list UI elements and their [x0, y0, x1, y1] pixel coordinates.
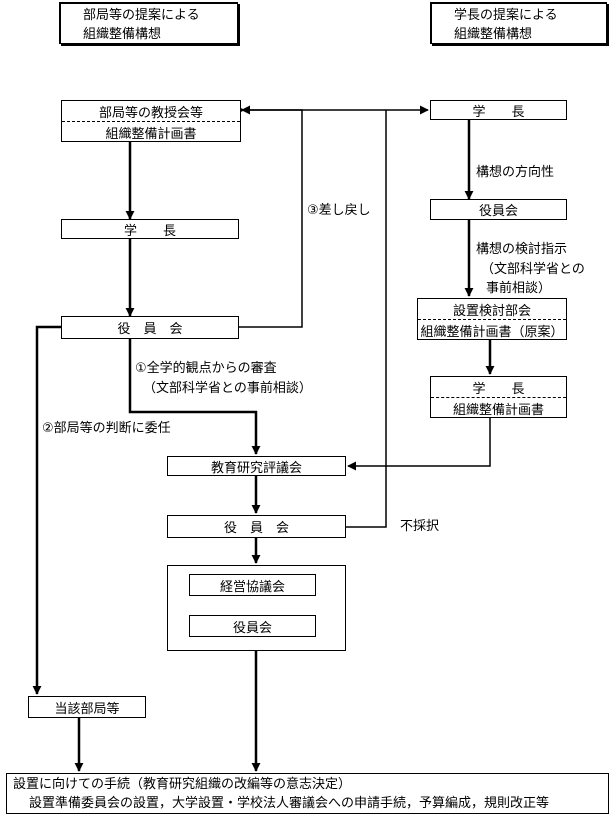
inner-board-box: 役員会 [189, 615, 316, 637]
center-board-box: 役 員 会 [167, 515, 346, 538]
left-proposal-header: 部局等の提案による 組織整備構想 [59, 2, 238, 44]
left-president-box: 学 長 [61, 219, 239, 239]
right-proposal-header: 学長の提案による 組織整備構想 [430, 2, 607, 44]
right-org-plan-label: 組織整備計画書 [431, 397, 566, 418]
management-group-box: 経営協議会 役員会 [167, 565, 346, 651]
left-header-line2: 組織整備構想 [83, 27, 162, 42]
delegate-label: ②部局等の判断に委任 [42, 421, 171, 436]
establishment-procedure-box: 設置に向けての手続（教育研究組織の改編等の意志決定） 設置準備委員会の設置，大学… [6, 773, 609, 814]
left-header-line1: 部局等の提案による [83, 8, 200, 23]
procedure-line2: 設置準備委員会の設置，大学設置・学校法人審議会への申請手続，予算編成，規則改正等 [29, 796, 550, 811]
faculty-meeting-label: 部局等の教授会等 [98, 105, 203, 121]
reject-label: 不採択 [400, 519, 440, 534]
right-president-box: 学 長 [430, 100, 567, 120]
review-label-line1: ①全学的観点からの審査 [135, 361, 277, 376]
education-research-council-box: 教育研究評議会 [167, 456, 346, 476]
right-president2-label: 学 長 [472, 381, 525, 397]
right-header-line1: 学長の提案による [454, 8, 558, 23]
left-board-box: 役 員 会 [61, 316, 239, 339]
right-president2-box: 学 長 組織整備計画書 [430, 376, 567, 418]
review-label-line2: （文部科学省との事前相談） [143, 381, 312, 396]
faculty-meeting-box: 部局等の教授会等 組織整備計画書 [61, 100, 241, 142]
study-instruction-line1: 構想の検討指示 [476, 242, 568, 257]
return-label: ③差し戻し [307, 203, 371, 218]
procedure-line1: 設置に向けての手続（教育研究組織の改編等の意志決定） [13, 777, 352, 792]
right-board-box: 役員会 [430, 199, 567, 220]
study-instruction-line2: （文部科学省との [481, 262, 585, 277]
org-plan-draft-label: 組織整備計画書（原案） [418, 319, 566, 340]
faculty-org-plan-label: 組織整備計画書 [62, 121, 240, 142]
study-committee-label: 設置検討部会 [452, 303, 531, 319]
management-council-box: 経営協議会 [189, 574, 316, 596]
study-instruction-line3: 事前相談） [486, 281, 552, 296]
right-header-line2: 組織整備構想 [454, 27, 533, 42]
direction-label: 構想の方向性 [476, 165, 555, 180]
relevant-department-box: 当該部局等 [28, 696, 146, 718]
study-committee-box: 設置検討部会 組織整備計画書（原案） [417, 298, 567, 340]
